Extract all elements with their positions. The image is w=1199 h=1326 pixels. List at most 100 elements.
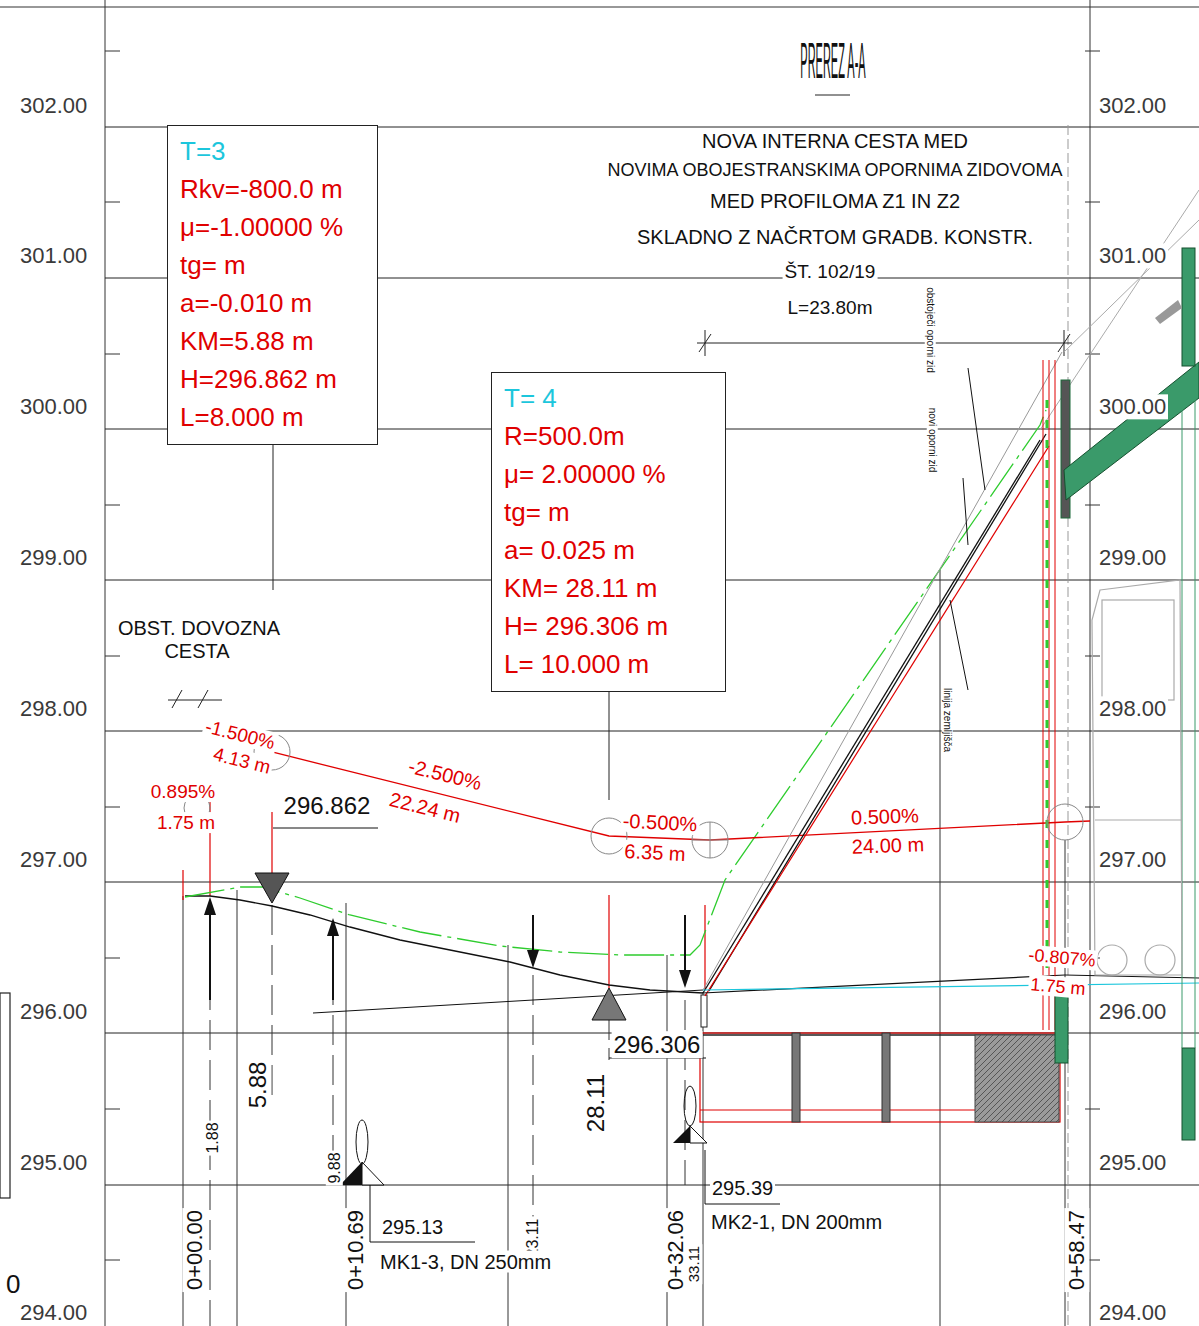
- elevation-label: 301.00: [1097, 243, 1168, 268]
- drawing-label: 1.88: [204, 1120, 221, 1155]
- label-slot: 0.500%: [849, 804, 922, 829]
- drawing-label: -0.807%: [1026, 945, 1099, 971]
- label-slot: 301.00: [1097, 243, 1168, 268]
- drawing-label: 0+58.47: [1064, 1208, 1089, 1292]
- label-slot: 296.00: [1097, 999, 1168, 1024]
- label-slot: 6.35 m: [622, 840, 688, 866]
- label-slot: 0: [4, 1270, 22, 1300]
- label-slot: 299.00: [1097, 545, 1168, 570]
- label-slot: novi oporni zid: [926, 406, 938, 474]
- label-slot: 295.00: [1097, 1150, 1168, 1175]
- drawing-label: 1.75 m: [155, 812, 217, 833]
- label-slot: 1.88: [204, 1120, 222, 1155]
- vertex-number: T= 4: [504, 379, 557, 417]
- label-slot: 22.24 m: [385, 788, 465, 829]
- elevation-label: 297.00: [18, 847, 89, 872]
- drawing-label: -0.500%: [620, 809, 700, 835]
- label-slot: SKLADNO Z NAČRTOM GRADB. KONSTR.: [635, 226, 1035, 249]
- label-slot: 299.00: [18, 545, 89, 570]
- drawing-label: 296.306: [612, 1031, 703, 1058]
- label-slot: MK1-3, DN 250mm: [378, 1251, 553, 1274]
- label-slot: 297.00: [18, 847, 89, 872]
- label-slot: 1.75 m: [1028, 974, 1089, 1000]
- drawing-label: 28.11: [582, 1072, 609, 1134]
- label-slot: 300.00: [18, 394, 89, 419]
- parameter-box: T= 4R=500.0mμ= 2.00000 %tg= ma= 0.025 mK…: [491, 372, 726, 692]
- label-slot: 24.00 m: [849, 833, 926, 859]
- curve-parameter: R=500.0m: [504, 417, 625, 455]
- drawing-label: linija zemljišča: [942, 686, 953, 754]
- elevation-label: 298.00: [1097, 696, 1168, 721]
- curve-parameter: a= 0.025 m: [504, 531, 635, 569]
- drawing-label: 0: [4, 1269, 22, 1299]
- elevation-label: 295.00: [1097, 1150, 1168, 1175]
- elevation-label: 294.00: [1097, 1300, 1168, 1325]
- label-slot: 33.11: [685, 1244, 702, 1284]
- label-slot: MK2-1, DN 200mm: [709, 1211, 884, 1234]
- label-slot: -0.500%: [620, 809, 700, 836]
- elevation-label: 301.00: [18, 243, 89, 268]
- drawing-label: OBST. DOVOZNA CESTA: [116, 617, 280, 662]
- drawing-label: MK2-1, DN 200mm: [709, 1211, 884, 1233]
- label-slot: 296.862: [282, 792, 373, 820]
- label-slot: 295.13: [380, 1216, 445, 1239]
- elevation-label: 297.00: [1097, 847, 1168, 872]
- drawing-label: 0.500%: [849, 804, 922, 828]
- curve-parameter: H= 296.306 m: [504, 607, 668, 645]
- elevation-label: 296.00: [1097, 999, 1168, 1024]
- label-slot: 302.00: [1097, 93, 1168, 118]
- label-slot: 297.00: [1097, 847, 1168, 872]
- label-slot: 0.895%: [149, 781, 217, 803]
- label-slot: obstoječi oporni zid: [924, 285, 936, 375]
- curve-parameter: KM=5.88 m: [180, 322, 314, 360]
- label-slot: 300.00: [1097, 394, 1168, 419]
- drawing-label: 0+10.69: [343, 1208, 368, 1292]
- elevation-label: 302.00: [18, 93, 89, 118]
- drawing-label: 0+00.00: [182, 1208, 207, 1292]
- label-slot: ŠT. 102/19: [783, 261, 878, 283]
- curve-parameter: Rkv=-800.0 m: [180, 170, 343, 208]
- drawing-label: MK1-3, DN 250mm: [378, 1251, 553, 1273]
- label-slot: 294.00: [18, 1300, 89, 1325]
- label-slot: OBST. DOVOZNA CESTA: [113, 617, 283, 663]
- drawing-label: novi oporni zid: [927, 406, 938, 474]
- elevation-label: 294.00: [18, 1300, 89, 1325]
- label-slot: L=23.80m: [785, 297, 874, 319]
- curve-parameter: a=-0.010 m: [180, 284, 312, 322]
- drawing-label: 24.00 m: [849, 833, 926, 858]
- drawing-label: 295.13: [380, 1216, 445, 1238]
- label-slot: linija zemljišča: [941, 686, 953, 754]
- elevation-label: 299.00: [1097, 545, 1168, 570]
- label-slot: 298.00: [1097, 696, 1168, 721]
- drawing-label: 5.88: [244, 1060, 271, 1111]
- label-slot: 1.75 m: [155, 812, 217, 834]
- drawing-label: SKLADNO Z NAČRTOM GRADB. KONSTR.: [635, 226, 1035, 248]
- label-slot: 0+00.00: [182, 1208, 207, 1292]
- curve-parameter: H=296.862 m: [180, 360, 337, 398]
- drawing-label: L=23.80m: [785, 297, 874, 318]
- drawing-label: NOVA INTERNA CESTA MED: [700, 130, 970, 152]
- label-slot: NOVIMA OBOJESTRANSKIMA OPORNIMA ZIDOVOMA: [605, 160, 1064, 181]
- curve-parameter: μ= 2.00000 %: [504, 455, 666, 493]
- elevation-label: 300.00: [1097, 394, 1168, 419]
- elevation-label: 298.00: [18, 696, 89, 721]
- curve-parameter: L=8.000 m: [180, 398, 304, 436]
- drawing-label: 33.11: [685, 1244, 702, 1284]
- curve-parameter: tg= m: [504, 493, 570, 531]
- curve-parameter: KM= 28.11 m: [504, 569, 657, 607]
- elevation-label: 299.00: [18, 545, 89, 570]
- curve-parameter: L= 10.000 m: [504, 645, 649, 683]
- label-slot: 28.11: [582, 1072, 610, 1134]
- label-slot: 301.00: [18, 243, 89, 268]
- title-slot: PREREZ A-A: [800, 33, 866, 91]
- elevation-label: 295.00: [18, 1150, 89, 1175]
- label-slot: 0+58.47: [1064, 1208, 1089, 1292]
- label-slot: 295.00: [18, 1150, 89, 1175]
- label-slot: 298.00: [18, 696, 89, 721]
- label-slot: -2.500%: [404, 754, 486, 795]
- elevation-label: 300.00: [18, 394, 89, 419]
- label-slot: 5.88: [244, 1060, 272, 1111]
- curve-parameter: μ=-1.00000 %: [180, 208, 343, 246]
- parameter-box: T=3Rkv=-800.0 mμ=-1.00000 %tg= ma=-0.010…: [167, 125, 378, 445]
